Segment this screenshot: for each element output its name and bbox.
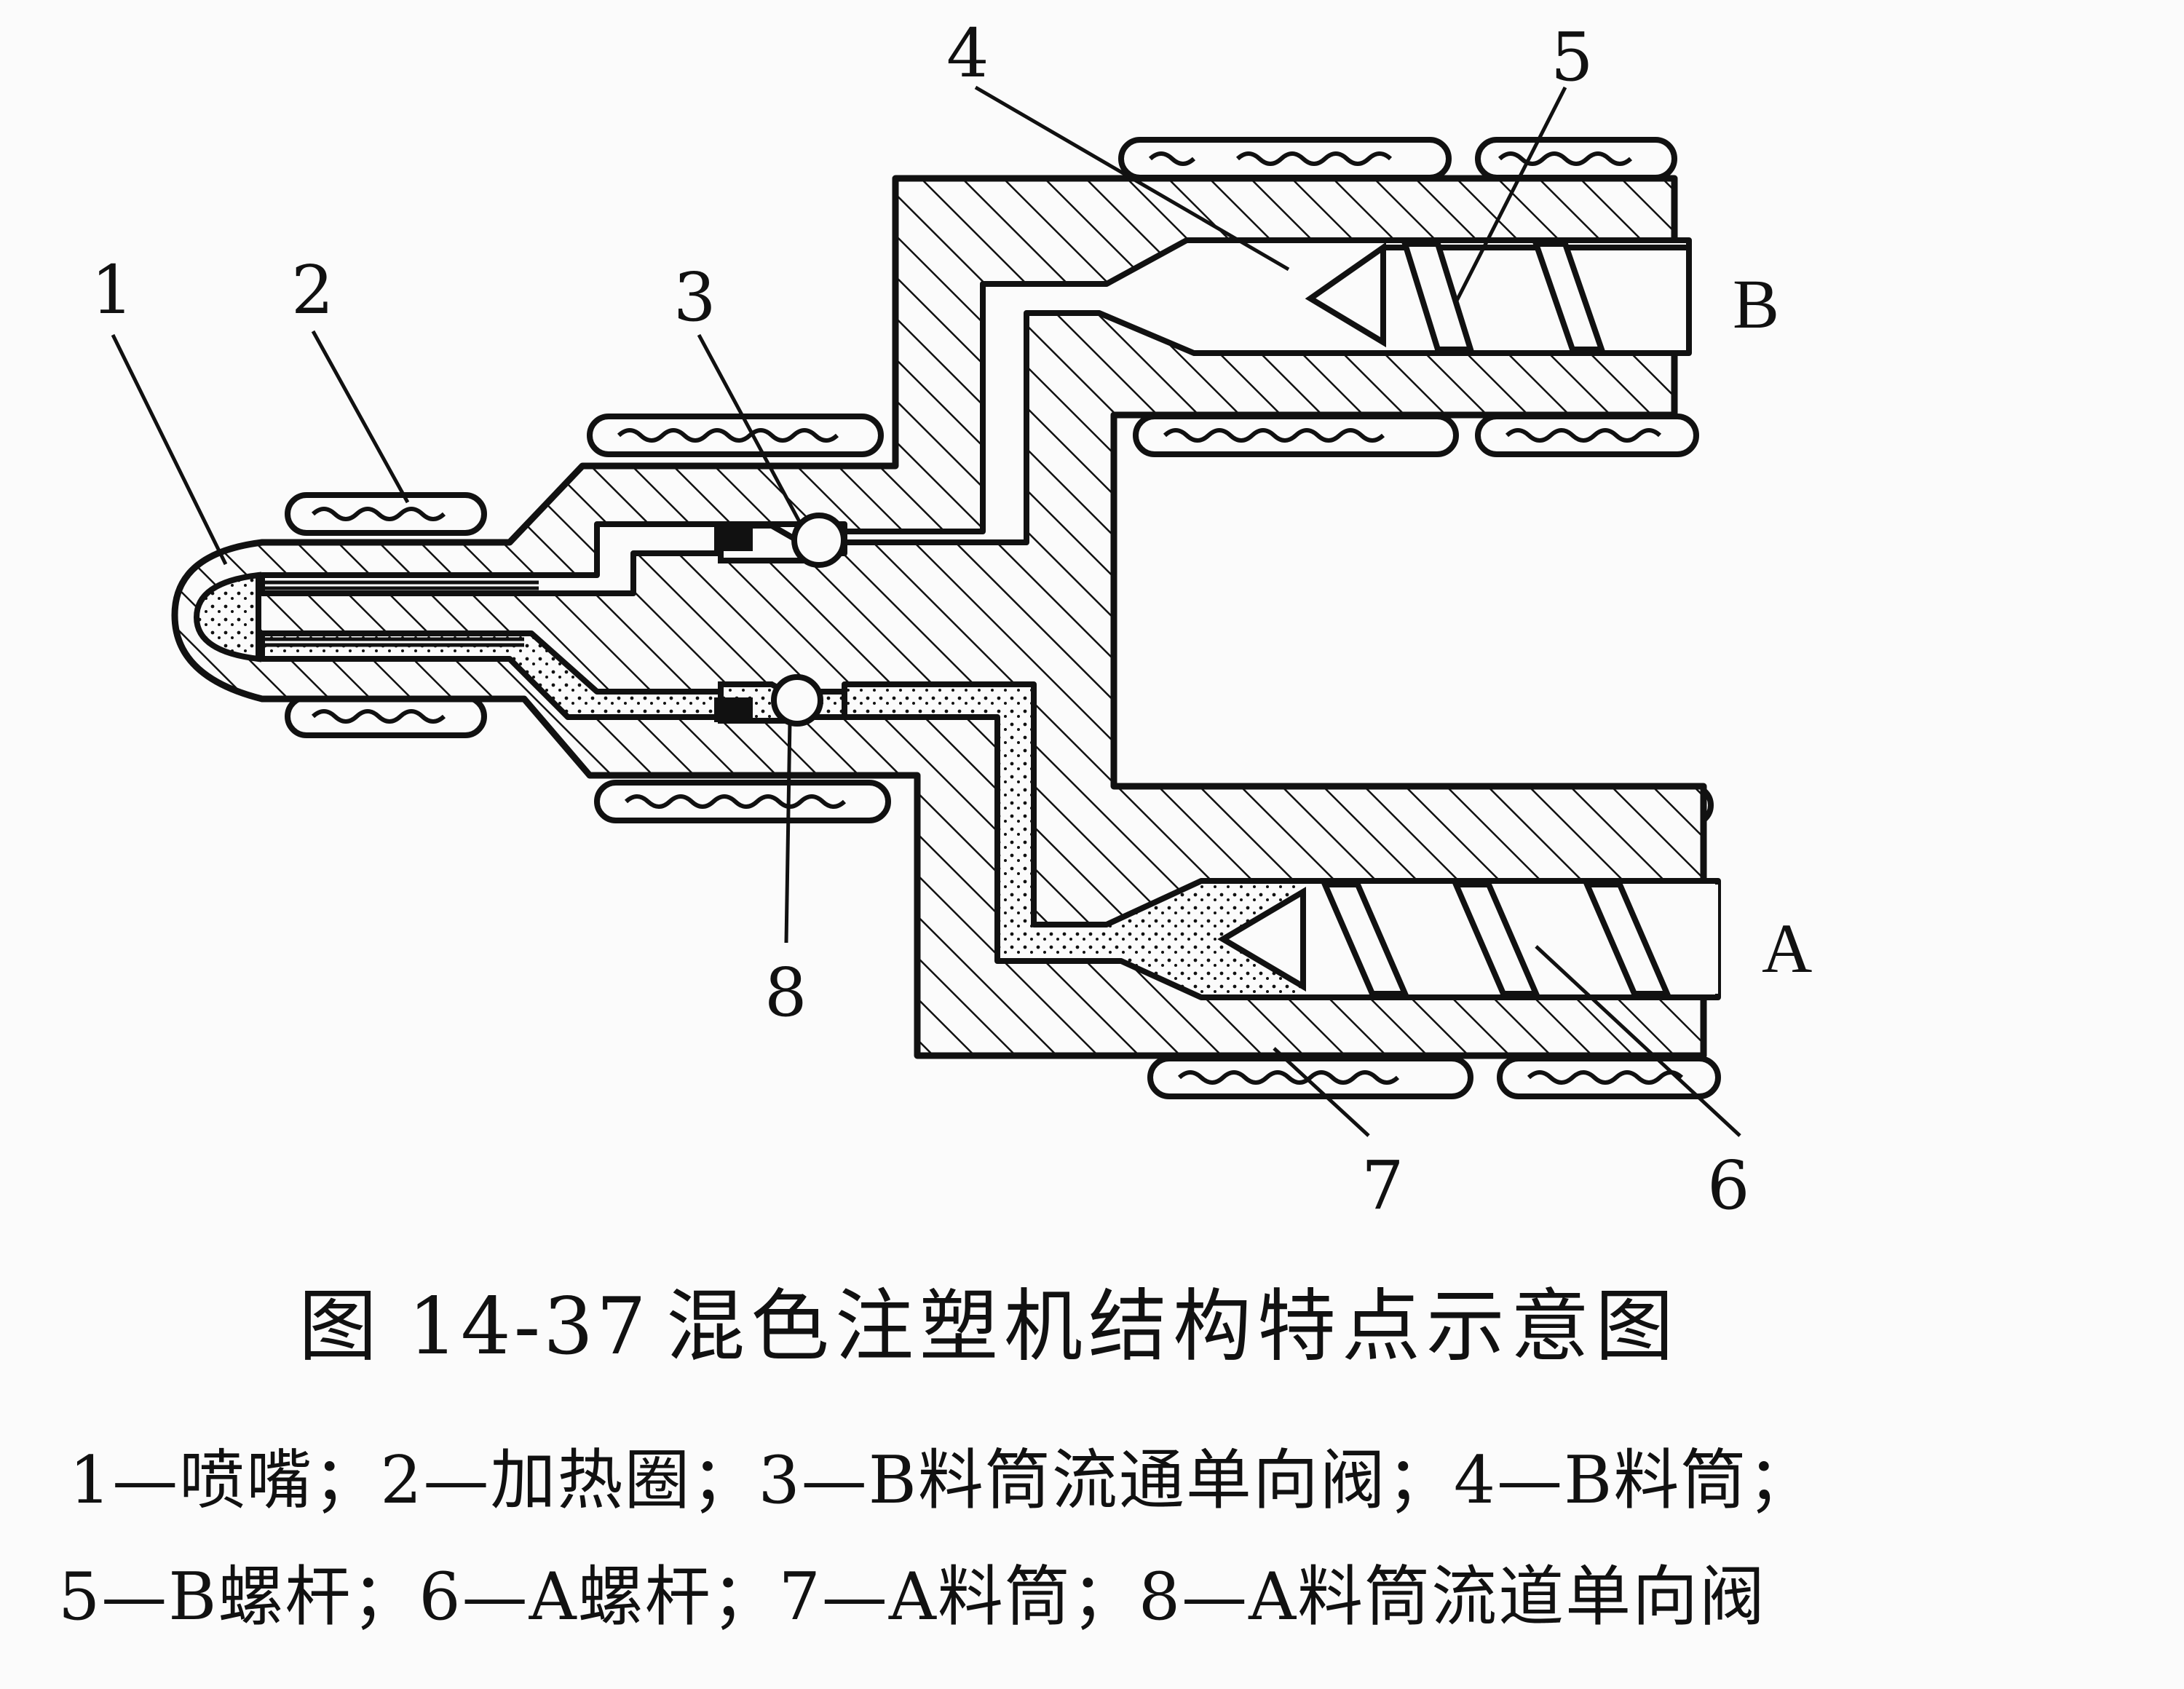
nozzle-bore-lines xyxy=(262,580,539,647)
heater-band xyxy=(285,695,487,738)
machine-body xyxy=(171,175,1707,1059)
injection-machine-diagram: 1 2 3 4 5 8 7 6 B A xyxy=(91,15,1812,1225)
a-check-valve xyxy=(714,674,823,727)
label-2: 2 xyxy=(291,251,334,329)
b-check-valve xyxy=(714,513,847,568)
legend-line: 1—喷嘴；2—加热圈；3—B料筒流通单向阀；4—B料筒； xyxy=(69,1442,1815,1519)
label-6: 6 xyxy=(1707,1147,1750,1225)
nozzle-channel-bottom xyxy=(259,630,847,720)
label-7: 7 xyxy=(1361,1147,1404,1225)
label-4: 4 xyxy=(946,15,989,92)
leader-lines xyxy=(111,85,1741,1137)
b-screw xyxy=(1305,241,1689,352)
figure-number: 图 14-37 xyxy=(298,1281,649,1372)
label-3: 3 xyxy=(673,258,716,336)
heater-band xyxy=(285,492,487,536)
heater-band xyxy=(1475,137,1677,181)
legend-line: 5—B螺杆；6—A螺杆；7—A料筒；8—A料筒流道单向阀 xyxy=(58,1559,1767,1635)
label-8: 8 xyxy=(764,954,807,1032)
figure-title: 混色注塑机结构特点示意图 xyxy=(666,1281,1680,1372)
heater-band xyxy=(1475,414,1699,457)
label-barrel-a: A xyxy=(1762,909,1812,987)
heater-band xyxy=(587,414,884,457)
label-barrel-b: B xyxy=(1733,265,1779,343)
label-1: 1 xyxy=(91,251,134,329)
heater-band xyxy=(1497,1056,1721,1099)
nozzle-tip xyxy=(193,571,261,662)
a-screw xyxy=(1217,882,1672,997)
heater-band xyxy=(594,780,891,823)
label-5: 5 xyxy=(1551,18,1594,96)
